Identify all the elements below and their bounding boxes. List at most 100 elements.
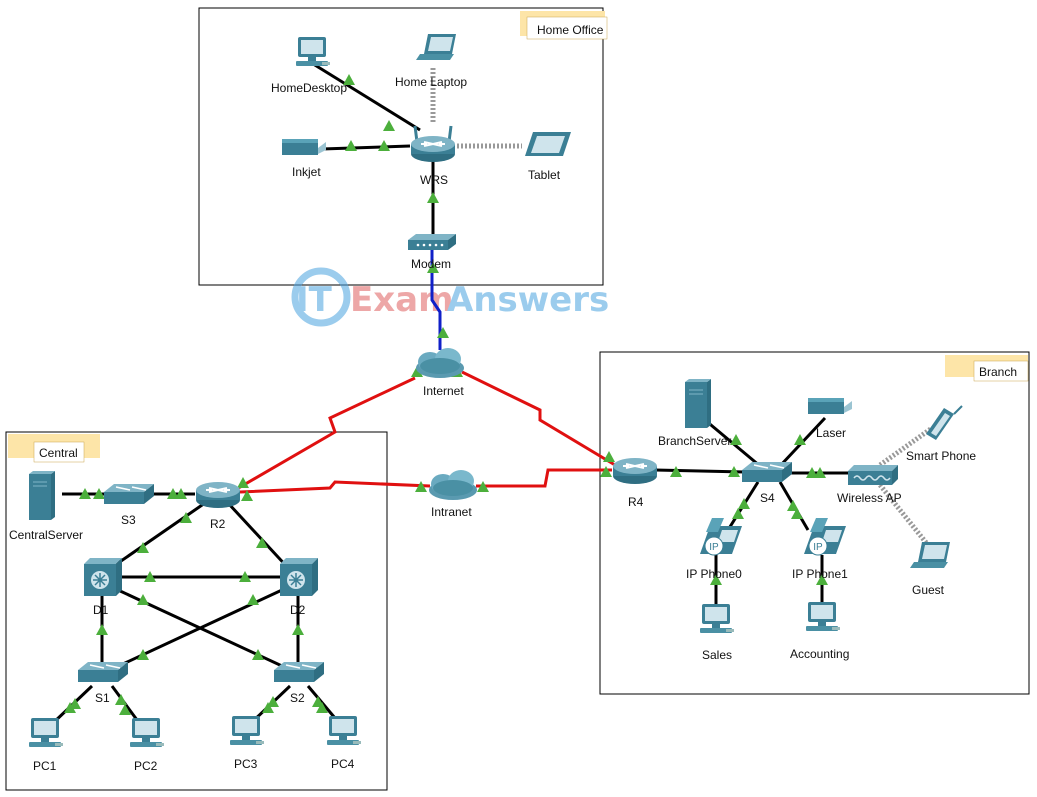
device-label-wireless-ap: Wireless AP: [837, 491, 902, 505]
area-branch: Branch: [599, 351, 1030, 695]
link-inkjet-wrs[interactable]: [321, 144, 411, 151]
cloud-icon: [429, 470, 477, 500]
wireless-link-guest: [878, 483, 930, 547]
cloud-icon: [416, 348, 464, 378]
device-label-sales: Sales: [702, 648, 732, 662]
device-label-tablet: Tablet: [528, 168, 561, 182]
device-label-r2: R2: [210, 517, 226, 531]
device-label-pc1: PC1: [33, 759, 57, 773]
device-label-branchserver: BranchServer: [658, 434, 731, 448]
link-homedesktop-wrs[interactable]: [309, 60, 421, 132]
device-tablet[interactable]: Tablet: [525, 132, 571, 182]
device-label-d2: D2: [290, 603, 306, 617]
pc-icon: [700, 604, 734, 633]
device-home-laptop[interactable]: Home Laptop: [395, 34, 467, 89]
link-s1-pc2[interactable]: [110, 685, 142, 725]
device-label-centralserver: CentralServer: [9, 528, 83, 542]
device-d1[interactable]: D1: [83, 557, 123, 617]
device-smart-phone[interactable]: Smart Phone: [906, 405, 976, 463]
device-label-inkjet: Inkjet: [292, 165, 321, 179]
tablet-icon: [525, 132, 571, 156]
device-label-accounting: Accounting: [790, 647, 849, 661]
pc-icon: [29, 718, 63, 747]
device-s1[interactable]: S1: [77, 661, 129, 705]
laptop-icon: [416, 34, 456, 60]
device-accounting[interactable]: Accounting: [790, 602, 849, 661]
wireless-link-smartphone: [878, 425, 934, 468]
device-s4[interactable]: S4: [741, 461, 793, 505]
device-ip-phone0[interactable]: IP Phone0: [686, 517, 743, 581]
access-point-icon: [847, 464, 899, 486]
device-pc4[interactable]: PC4: [327, 716, 361, 771]
device-d2[interactable]: D2: [279, 557, 319, 617]
device-modem[interactable]: Modem: [408, 234, 456, 271]
switch-icon: [77, 661, 129, 683]
pc-icon: [296, 37, 330, 66]
device-label-wrs: WRS: [420, 173, 448, 187]
pc-icon: [806, 602, 840, 631]
link-r2-intranet[interactable]: [239, 480, 431, 494]
laptop-icon: [910, 542, 950, 568]
device-label-d1: D1: [93, 603, 109, 617]
device-pc1[interactable]: PC1: [29, 718, 63, 773]
device-s3[interactable]: S3: [103, 483, 155, 527]
device-label-laser: Laser: [816, 426, 846, 440]
device-label-modem: Modem: [411, 257, 451, 271]
switch-icon: [273, 661, 325, 683]
pc-icon: [327, 716, 361, 745]
link-modem-internet[interactable]: [430, 250, 442, 350]
cloud-label-intranet: Intranet: [431, 505, 472, 519]
device-pc3[interactable]: PC3: [230, 716, 264, 771]
area-home-office: Home Office: [198, 7, 608, 286]
pc-icon: [230, 716, 264, 745]
device-inkjet[interactable]: Inkjet: [282, 139, 326, 179]
device-homedesktop[interactable]: HomeDesktop: [271, 37, 347, 95]
device-label-guest: Guest: [912, 583, 945, 597]
link-r2-d2[interactable]: [226, 501, 292, 572]
device-r4[interactable]: R4: [612, 457, 658, 509]
pc-icon: [130, 718, 164, 747]
device-pc2[interactable]: PC2: [130, 718, 164, 773]
printer-icon: [808, 398, 852, 414]
switch-icon: [741, 461, 793, 483]
device-r2[interactable]: R2: [195, 481, 241, 531]
link-internet-r4[interactable]: [461, 370, 616, 467]
device-label-pc3: PC3: [234, 757, 258, 771]
cloud-internet[interactable]: Internet: [416, 348, 464, 398]
device-ip-phone1[interactable]: IP Phone1: [792, 517, 848, 581]
device-label-smart-phone: Smart Phone: [906, 449, 976, 463]
router-icon: [411, 126, 455, 162]
device-guest[interactable]: Guest: [910, 542, 950, 597]
device-branchserver[interactable]: BranchServer: [658, 378, 731, 448]
link-r4-s4[interactable]: [654, 468, 746, 474]
device-label-pc2: PC2: [134, 759, 158, 773]
device-label-s1: S1: [95, 691, 110, 705]
area-label-central: Central: [39, 446, 78, 460]
link-intranet-r4[interactable]: [476, 468, 612, 488]
link-r2-d1[interactable]: [107, 501, 206, 572]
device-wrs[interactable]: WRS: [411, 126, 455, 187]
device-label-home-laptop: Home Laptop: [395, 75, 467, 89]
router-icon: [612, 457, 658, 485]
links: [50, 60, 934, 726]
multilayer-switch-icon: [279, 557, 319, 597]
device-wireless-ap[interactable]: Wireless AP: [837, 464, 902, 505]
device-laser[interactable]: Laser: [808, 398, 852, 440]
watermark: IT Exam Answers: [291, 267, 609, 327]
watermark-exam: Exam: [350, 280, 454, 320]
cloud-intranet[interactable]: Intranet: [429, 470, 477, 519]
ip-phone-icon: [699, 517, 743, 556]
device-s2[interactable]: S2: [273, 661, 325, 705]
switch-icon: [103, 483, 155, 505]
watermark-answers: Answers: [447, 280, 609, 320]
device-label-homedesktop: HomeDesktop: [271, 81, 347, 95]
watermark-it: IT: [296, 280, 333, 320]
server-icon: [684, 378, 712, 429]
device-sales[interactable]: Sales: [700, 604, 734, 662]
device-label-pc4: PC4: [331, 757, 355, 771]
device-centralserver[interactable]: CentralServer: [9, 470, 83, 542]
device-label-ip-phone1: IP Phone1: [792, 567, 848, 581]
link-internet-r2[interactable]: [234, 376, 416, 492]
ip-phone-icon: [803, 517, 847, 556]
